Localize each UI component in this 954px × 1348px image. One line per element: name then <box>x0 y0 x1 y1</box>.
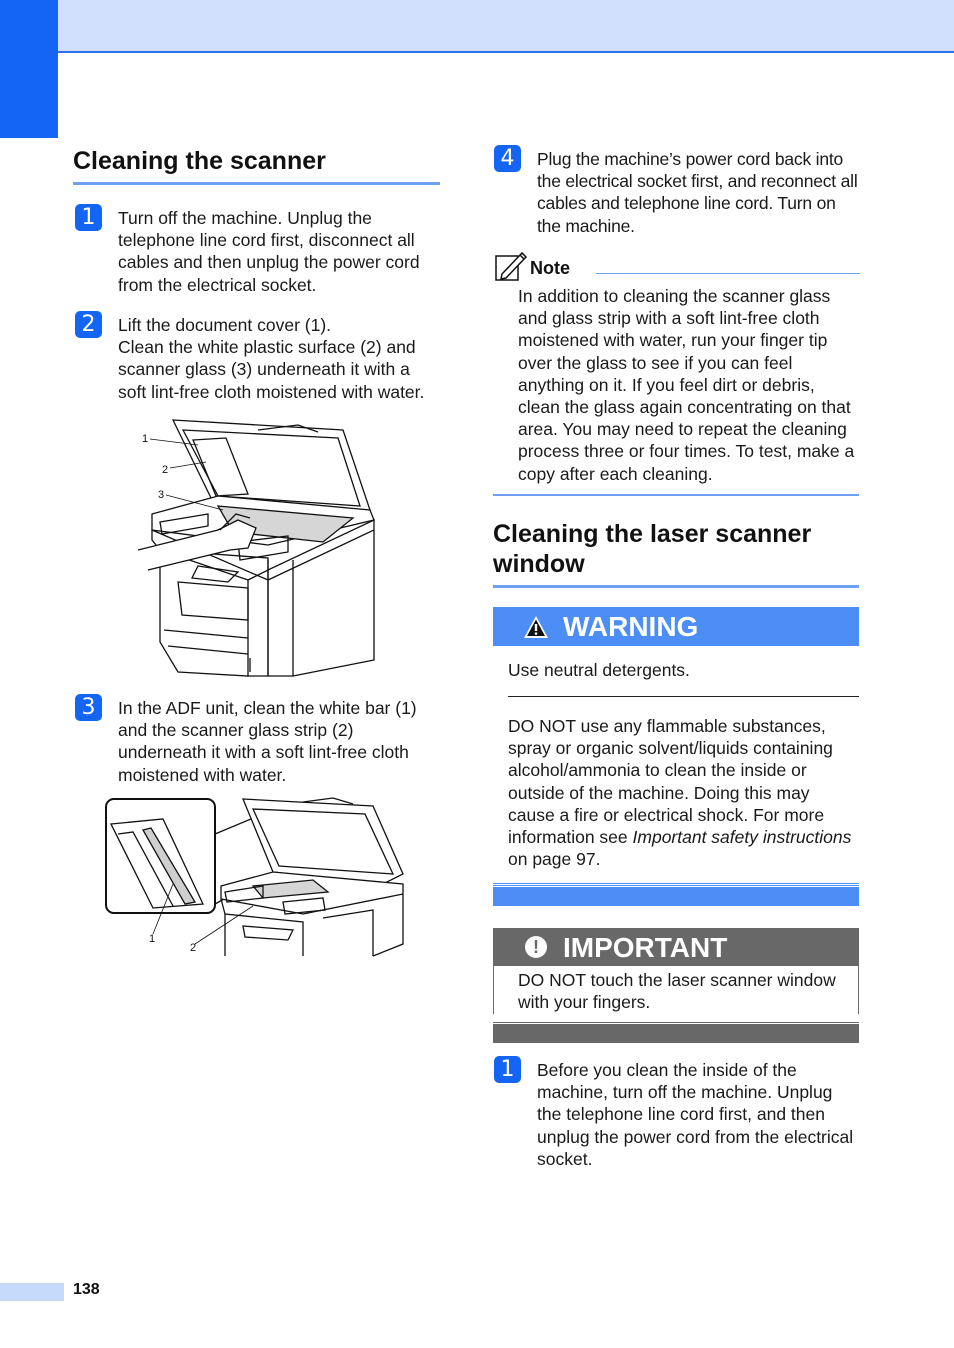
step-number-badge: 3 <box>75 694 102 721</box>
warning-banner: WARNING <box>493 607 859 646</box>
warning-text-tail: on page 97. <box>508 849 601 870</box>
step-text-line: Clean the white plastic surface (2) and … <box>118 337 425 402</box>
warning-label: WARNING <box>563 611 699 642</box>
figure-adf-unit: 1 2 <box>105 797 404 957</box>
step-2: 2 Lift the document cover (1). Clean the… <box>75 311 441 403</box>
important-end-bar <box>493 1021 859 1043</box>
important-border-right <box>858 966 859 1014</box>
step-number-badge: 1 <box>494 1056 521 1083</box>
figure-callout: 2 <box>162 464 168 476</box>
header-band <box>0 0 954 53</box>
step-text-line: Lift the document cover (1). <box>118 315 332 335</box>
warning-end-bar <box>493 884 859 906</box>
step-3: 3 In the ADF unit, clean the white bar (… <box>75 694 441 786</box>
note-text: In addition to cleaning the scanner glas… <box>518 286 855 484</box>
step-number-badge: 1 <box>75 204 102 231</box>
chapter-tab <box>0 0 58 138</box>
step-text: Turn off the machine. Unplug the telepho… <box>118 208 420 295</box>
important-label: IMPORTANT <box>563 932 728 963</box>
step-text: Plug the machine’s power cord back into … <box>537 149 858 236</box>
warning-text-body: DO NOT use any flammable substances, spr… <box>508 716 833 848</box>
laser-step-1: 1 Before you clean the inside of the mac… <box>494 1056 859 1170</box>
figure-callout: 2 <box>190 942 196 954</box>
step-number-badge: 2 <box>75 311 102 338</box>
exclamation-circle-icon: ! <box>525 936 547 958</box>
important-border-left <box>493 966 494 1014</box>
step-4: 4 Plug the machine’s power cord back int… <box>494 145 859 237</box>
important-text: DO NOT touch the laser scanner window wi… <box>518 970 836 1013</box>
step-text: In the ADF unit, clean the white bar (1)… <box>118 698 417 785</box>
page-number: 138 <box>73 1281 100 1298</box>
figure-callout: 1 <box>142 433 148 445</box>
heading-rule <box>493 585 859 588</box>
step-number-badge: 4 <box>494 145 521 172</box>
figure-callout: 3 <box>158 489 164 501</box>
section-title: Cleaning the scanner <box>73 147 326 175</box>
section-heading-scanner: Cleaning the scanner <box>73 146 440 185</box>
section-title: Cleaning the laser scanner window <box>493 520 812 578</box>
figure-scanner-glass: 1 2 3 <box>138 419 375 677</box>
warning-text-2: DO NOT use any flammable substances, spr… <box>508 715 858 870</box>
warning-separator <box>508 696 859 697</box>
warning-reference: Important safety instructions <box>632 827 852 848</box>
step-text: Lift the document cover (1). Clean the w… <box>118 314 441 403</box>
note-bottom-rule <box>493 494 859 496</box>
note-header: Note <box>494 250 860 282</box>
important-banner: ! IMPORTANT <box>493 928 859 966</box>
figure-callout: 1 <box>149 933 155 945</box>
note-title: Note <box>530 258 570 278</box>
note-rule <box>596 273 860 274</box>
section-heading-laser: Cleaning the laser scanner window <box>493 519 859 588</box>
step-text: Before you clean the inside of the machi… <box>537 1060 854 1169</box>
step-1: 1 Turn off the machine. Unplug the telep… <box>75 204 441 296</box>
warning-text-1: Use neutral detergents. <box>508 660 690 680</box>
footer-tab <box>0 1283 64 1301</box>
warning-triangle-icon <box>524 616 548 638</box>
heading-rule <box>73 182 440 185</box>
note-pencil-icon <box>495 251 528 281</box>
